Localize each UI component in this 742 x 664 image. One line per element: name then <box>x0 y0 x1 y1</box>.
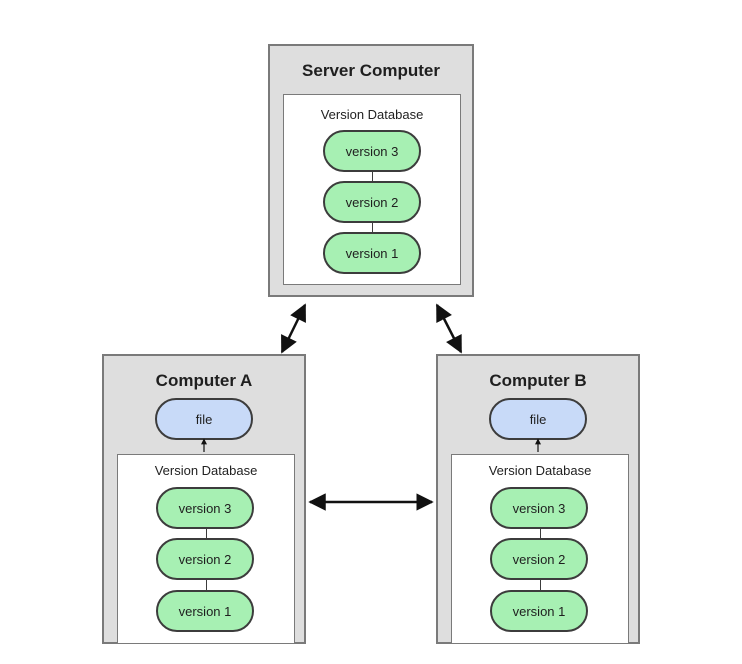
server-database-title: Version Database <box>320 107 424 122</box>
computer-a-connector-line <box>206 578 207 598</box>
computer-b-version-1: version 1 <box>490 590 588 632</box>
computer-a-database-title: Version Database <box>154 463 258 478</box>
computer-b-connector-line <box>540 578 541 598</box>
computer-a-connector-line <box>206 527 207 547</box>
computer-a: Computer A file Version Database version… <box>102 354 306 644</box>
computer-a-version-2: version 2 <box>156 538 254 580</box>
computer-b-version-3: version 3 <box>490 487 588 529</box>
server-computer: Server Computer Version Database version… <box>268 44 474 297</box>
server-version-2: version 2 <box>323 181 421 223</box>
computer-b-version-2: version 2 <box>490 538 588 580</box>
computer-a-version-database: Version Database version 3 version 2 ver… <box>117 454 295 644</box>
computer-b: Computer B file Version Database version… <box>436 354 640 644</box>
computer-a-title: Computer A <box>155 371 253 390</box>
server-connector-line <box>372 221 373 241</box>
computer-b-version-database: Version Database version 3 version 2 ver… <box>451 454 629 644</box>
server-version-1: version 1 <box>323 232 421 274</box>
arrow-server-computer-b <box>435 303 463 354</box>
computer-a-version-3: version 3 <box>156 487 254 529</box>
server-version-database: Version Database version 3 version 2 ver… <box>283 94 461 285</box>
computer-b-database-title: Version Database <box>488 463 592 478</box>
arrow-server-computer-a <box>280 303 307 354</box>
server-connector-line <box>372 170 373 190</box>
computer-a-version-1: version 1 <box>156 590 254 632</box>
computer-a-file: file <box>155 398 253 440</box>
server-computer-title: Server Computer <box>302 61 440 80</box>
computer-b-title: Computer B <box>489 371 587 390</box>
computer-b-connector-line <box>540 527 541 547</box>
server-version-3: version 3 <box>323 130 421 172</box>
